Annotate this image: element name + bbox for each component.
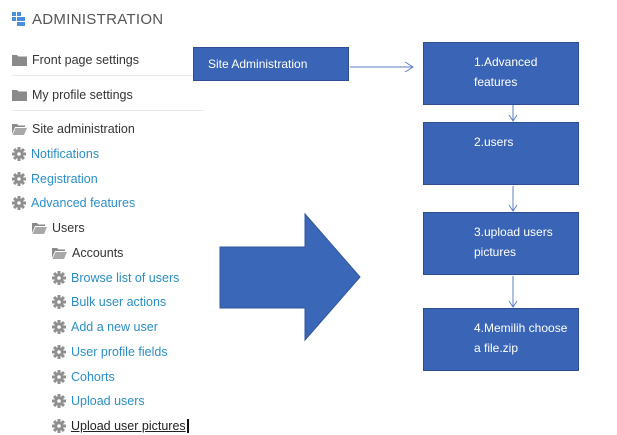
my-profile-settings-item[interactable]: My profile settings (12, 86, 133, 104)
administration-header: ADMINISTRATION (12, 8, 163, 30)
gear-icon (52, 394, 66, 408)
step-1-line-2: features (474, 75, 518, 89)
add-a-new-user-link[interactable]: Add a new user (52, 318, 158, 336)
arrow-step-1-to-step-2 (508, 103, 518, 122)
my-profile-settings-label: My profile settings (32, 88, 133, 102)
step-1-box: 1.Advanced features (423, 42, 579, 105)
arrow-site-admin-to-step-1 (350, 61, 414, 73)
step-2-box: 2.users (423, 122, 579, 185)
upload-user-pictures-label: Upload user pictures (71, 419, 186, 433)
gear-icon (52, 370, 66, 384)
advanced-features-link[interactable]: Advanced features (12, 194, 135, 212)
folder-open-icon (12, 124, 27, 135)
step-4-line-2: a file.zip (474, 341, 519, 355)
front-page-settings-label: Front page settings (32, 53, 140, 67)
gear-icon (12, 147, 26, 161)
notifications-link[interactable]: Notifications (12, 145, 99, 163)
accounts-label: Accounts (72, 246, 124, 260)
site-administration-box-label: Site Administration (208, 57, 308, 71)
administration-title: ADMINISTRATION (32, 10, 164, 28)
text-cursor (186, 419, 189, 433)
users-label: Users (52, 221, 85, 235)
step-3-line-1: 3.upload users (474, 225, 553, 239)
add-a-new-user-label: Add a new user (71, 320, 158, 334)
step-3-box: 3.upload users pictures (423, 212, 579, 275)
folder-icon (12, 55, 27, 66)
site-administration-label: Site administration (32, 122, 135, 136)
gear-icon (52, 419, 66, 433)
accounts-category-item[interactable]: Accounts (52, 244, 123, 262)
upload-users-link[interactable]: Upload users (52, 392, 145, 410)
user-profile-fields-label: User profile fields (71, 345, 168, 359)
upload-user-pictures-link[interactable]: Upload user pictures (52, 417, 189, 435)
gear-icon (52, 271, 66, 285)
folder-open-icon (32, 223, 47, 234)
folder-open-icon (52, 248, 67, 259)
bulk-user-actions-link[interactable]: Bulk user actions (52, 293, 166, 311)
step-4-line-1: 4.Memilih choose (474, 321, 568, 335)
browse-list-of-users-link[interactable]: Browse list of users (52, 269, 179, 287)
advanced-features-label: Advanced features (31, 196, 136, 210)
front-page-settings-item[interactable]: Front page settings (12, 51, 139, 69)
cohorts-label: Cohorts (71, 370, 115, 384)
registration-label: Registration (31, 172, 98, 186)
folder-icon (12, 90, 27, 101)
step-2-text: 2.users (474, 132, 570, 152)
gear-icon (52, 345, 66, 359)
step-3-line-2: pictures (474, 245, 517, 259)
step-4-box: 4.Memilih choose a file.zip (423, 308, 579, 371)
moodle-logo-icon (12, 12, 25, 26)
user-profile-fields-link[interactable]: User profile fields (52, 343, 168, 361)
divider (12, 75, 204, 76)
big-right-arrow-icon (219, 212, 361, 342)
step-3-text: 3.upload users pictures (474, 222, 570, 262)
registration-link[interactable]: Registration (12, 170, 98, 188)
step-2-line-1: 2.users (474, 135, 514, 149)
browse-list-of-users-label: Browse list of users (71, 271, 180, 285)
step-1-text: 1.Advanced features (474, 52, 570, 92)
arrow-step-2-to-step-3 (508, 186, 518, 212)
upload-users-label: Upload users (71, 394, 145, 408)
bulk-user-actions-label: Bulk user actions (71, 295, 167, 309)
divider (12, 110, 204, 111)
site-administration-item[interactable]: Site administration (12, 120, 135, 138)
users-category-item[interactable]: Users (32, 219, 85, 237)
gear-icon (52, 295, 66, 309)
cohorts-link[interactable]: Cohorts (52, 368, 115, 386)
notifications-label: Notifications (31, 147, 100, 161)
arrow-step-3-to-step-4 (508, 276, 518, 308)
gear-icon (12, 172, 26, 186)
step-1-line-1: 1.Advanced (474, 55, 538, 69)
gear-icon (52, 320, 66, 334)
step-4-text: 4.Memilih choose a file.zip (474, 318, 570, 358)
gear-icon (12, 196, 26, 210)
site-administration-box: Site Administration (193, 47, 349, 81)
